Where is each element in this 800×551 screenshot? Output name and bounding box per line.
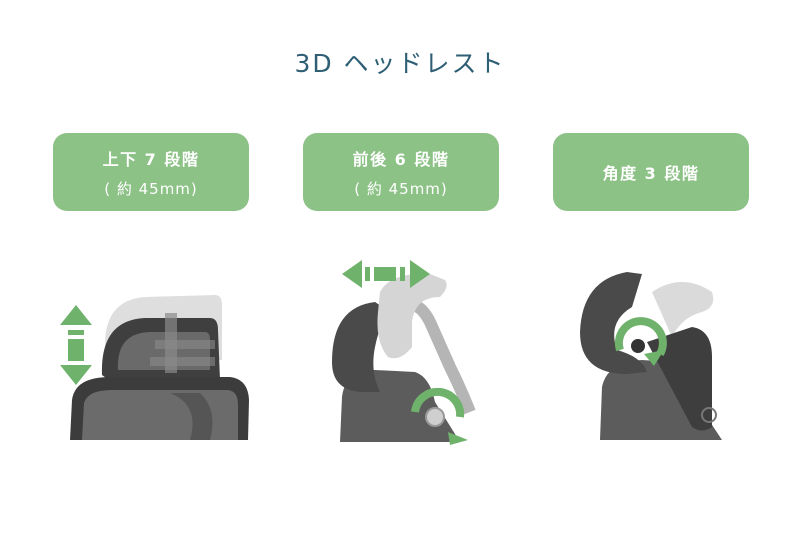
feature-sub-text: ( 約 45mm) xyxy=(354,179,448,198)
feature-label-text: 前後 6 段階 xyxy=(352,149,450,169)
feature-label-angle: 角度 3 段階 xyxy=(553,133,749,211)
left-right-arrow-icon xyxy=(342,260,430,288)
feature-label-depth: 前後 6 段階 ( 約 45mm) xyxy=(303,133,499,211)
feature-label-vertical: 上下 7 段階 ( 約 45mm) xyxy=(53,133,249,211)
feature-label-text: 角度 3 段階 xyxy=(602,164,700,183)
feature-label-text: 上下 7 段階 xyxy=(102,149,200,169)
rotate-arrow-icon xyxy=(614,317,667,356)
feature-sub-text: ( 約 45mm) xyxy=(104,179,198,198)
angle-adjust-headrest-illustration xyxy=(580,272,722,440)
vertical-adjust-headrest-illustration xyxy=(60,295,249,440)
up-down-arrow-icon xyxy=(60,305,92,385)
rotate-arrow-icon xyxy=(411,387,465,418)
forward-backward-adjust-headrest-illustration xyxy=(332,260,476,445)
page-title: 3D ヘッドレスト xyxy=(294,49,506,78)
